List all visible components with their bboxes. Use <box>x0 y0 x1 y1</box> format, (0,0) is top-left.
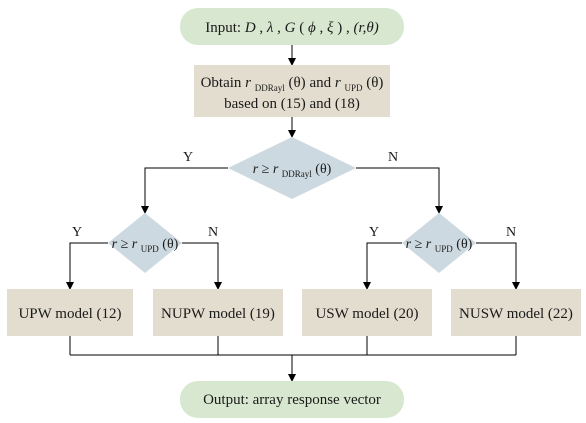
arrow-right-no <box>476 242 520 290</box>
decision-left-text: r ≥ r <box>112 237 138 252</box>
model-usw: USW model (20) <box>302 289 432 336</box>
decision-left: r ≥ r UPD (θ) <box>108 213 182 273</box>
input-g-open: ( <box>299 20 304 36</box>
model-usw-shape <box>302 289 432 336</box>
model-nusw: NUSW model (22) <box>451 289 581 336</box>
decision-left-shape <box>108 213 182 273</box>
output-terminal-shape <box>180 381 404 418</box>
decision-left-yes-label: Y <box>72 225 82 240</box>
model-upw-label: UPW model (12) <box>18 306 121 322</box>
decision-main-shape <box>228 137 356 199</box>
obtain-theta-a: (θ) <box>289 75 306 91</box>
input-g: G <box>285 20 296 36</box>
obtain-r2: r <box>335 75 341 91</box>
model-nusw-shape <box>451 289 581 336</box>
input-lambda: λ <box>266 20 274 36</box>
input-sep2: , <box>277 20 285 36</box>
decision-left-no-label: N <box>208 225 218 240</box>
input-prefix: Input: <box>205 20 245 36</box>
obtain-box: Obtain r DDRayl (θ) and r UPD (θ) based … <box>194 65 390 117</box>
decision-main-text: r ≥ r <box>253 162 279 177</box>
decision-right-yes-label: Y <box>369 225 379 240</box>
output-label: Output: array response vector <box>203 392 381 408</box>
decision-right-sub: UPD <box>435 244 454 254</box>
input-d: D <box>244 20 256 36</box>
decision-right-shape <box>402 213 476 273</box>
decision-main: r ≥ r DDRayl (θ) <box>228 137 356 199</box>
model-upw: UPW model (12) <box>7 289 133 336</box>
input-sep1: , <box>259 20 267 36</box>
decision-right-no-label: N <box>506 225 516 240</box>
model-nupw-shape <box>153 289 283 336</box>
decision-main-label: r ≥ r DDRayl (θ) <box>253 162 332 181</box>
model-nupw: NUPW model (19) <box>153 289 283 336</box>
obtain-prefix: Obtain <box>201 75 246 91</box>
decision-main-sub: DDRayl <box>282 169 312 179</box>
obtain-sub-ddr: DDRayl <box>255 83 285 93</box>
decision-left-sub: UPD <box>141 244 160 254</box>
input-g-close: ) <box>337 20 342 36</box>
obtain-and: and <box>309 75 334 91</box>
obtain-sub-upd: UPD <box>344 83 363 93</box>
model-usw-label: USW model (20) <box>315 306 418 322</box>
obtain-line1: Obtain r DDRayl (θ) and r UPD (θ) <box>201 75 384 95</box>
input-sep3: , <box>346 20 354 36</box>
decision-right-label: r ≥ r UPD (θ) <box>406 237 473 256</box>
obtain-theta-b: (θ) <box>366 75 383 91</box>
input-comma: , <box>320 20 324 36</box>
obtain-box-shape <box>194 65 390 117</box>
input-label: Input: D , λ , G ( ϕ , ξ ) , (r,θ) <box>205 20 379 36</box>
arrow-left-no <box>182 242 222 290</box>
arrow-left-yes <box>66 242 108 290</box>
decision-right-text: r ≥ r <box>406 237 432 252</box>
input-terminal: Input: D , λ , G ( ϕ , ξ ) , (r,θ) <box>180 8 404 45</box>
decision-main-no-label: N <box>388 150 398 165</box>
model-nupw-label: NUPW model (19) <box>161 306 275 322</box>
arrow-main-yes <box>141 167 228 214</box>
decision-right: r ≥ r UPD (θ) <box>402 213 476 273</box>
input-xi: ξ <box>327 20 334 36</box>
model-upw-shape <box>7 289 133 336</box>
model-nusw-label: NUSW model (22) <box>459 306 573 322</box>
input-rt: (r,θ) <box>353 20 378 36</box>
decision-main-theta: (θ) <box>315 162 331 177</box>
decision-left-label: r ≥ r UPD (θ) <box>112 237 179 256</box>
input-phi: ϕ <box>308 20 316 36</box>
arrow-main-no <box>356 167 443 214</box>
arrow-right-yes <box>363 242 402 290</box>
decision-main-yes-label: Y <box>183 150 193 165</box>
decision-left-theta: (θ) <box>162 237 178 252</box>
decision-right-theta: (θ) <box>456 237 472 252</box>
output-terminal: Output: array response vector <box>180 381 404 418</box>
obtain-line2: based on (15) and (18) <box>224 96 360 112</box>
obtain-r: r <box>245 75 251 91</box>
input-terminal-shape <box>180 8 404 45</box>
